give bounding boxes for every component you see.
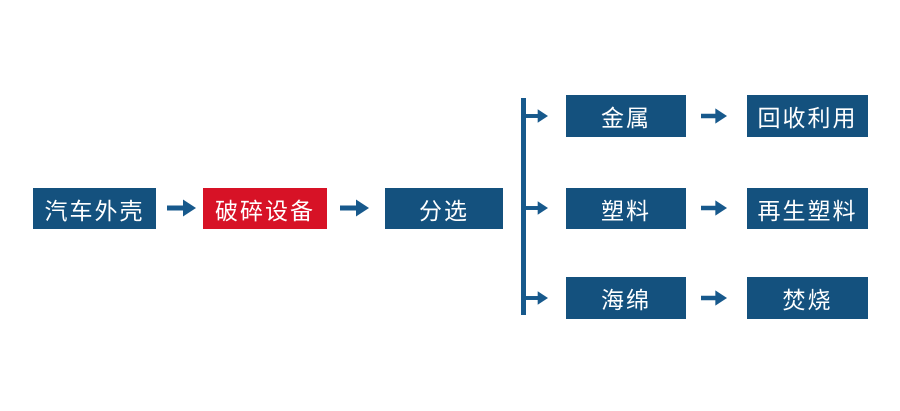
arrow-right-icon	[525, 200, 548, 216]
node-recycling: 回收利用	[747, 95, 868, 137]
arrow-right-icon	[167, 198, 196, 218]
arrow-right-icon	[701, 107, 727, 125]
arrow-right-icon	[525, 108, 548, 124]
node-incineration: 焚烧	[747, 277, 868, 319]
arrow-right-icon	[525, 290, 548, 306]
branch-connector-line	[521, 98, 526, 315]
node-plastic: 塑料	[566, 188, 686, 229]
arrow-right-icon	[701, 289, 727, 307]
node-metal: 金属	[566, 95, 686, 137]
node-car-shell: 汽车外壳	[33, 188, 156, 229]
arrow-right-icon	[701, 199, 727, 217]
node-sorting: 分选	[385, 188, 503, 229]
arrow-right-icon	[340, 198, 369, 218]
node-sponge: 海绵	[566, 277, 686, 319]
node-recycled-plastic: 再生塑料	[747, 188, 868, 229]
node-crushing-equipment: 破碎设备	[203, 188, 327, 229]
